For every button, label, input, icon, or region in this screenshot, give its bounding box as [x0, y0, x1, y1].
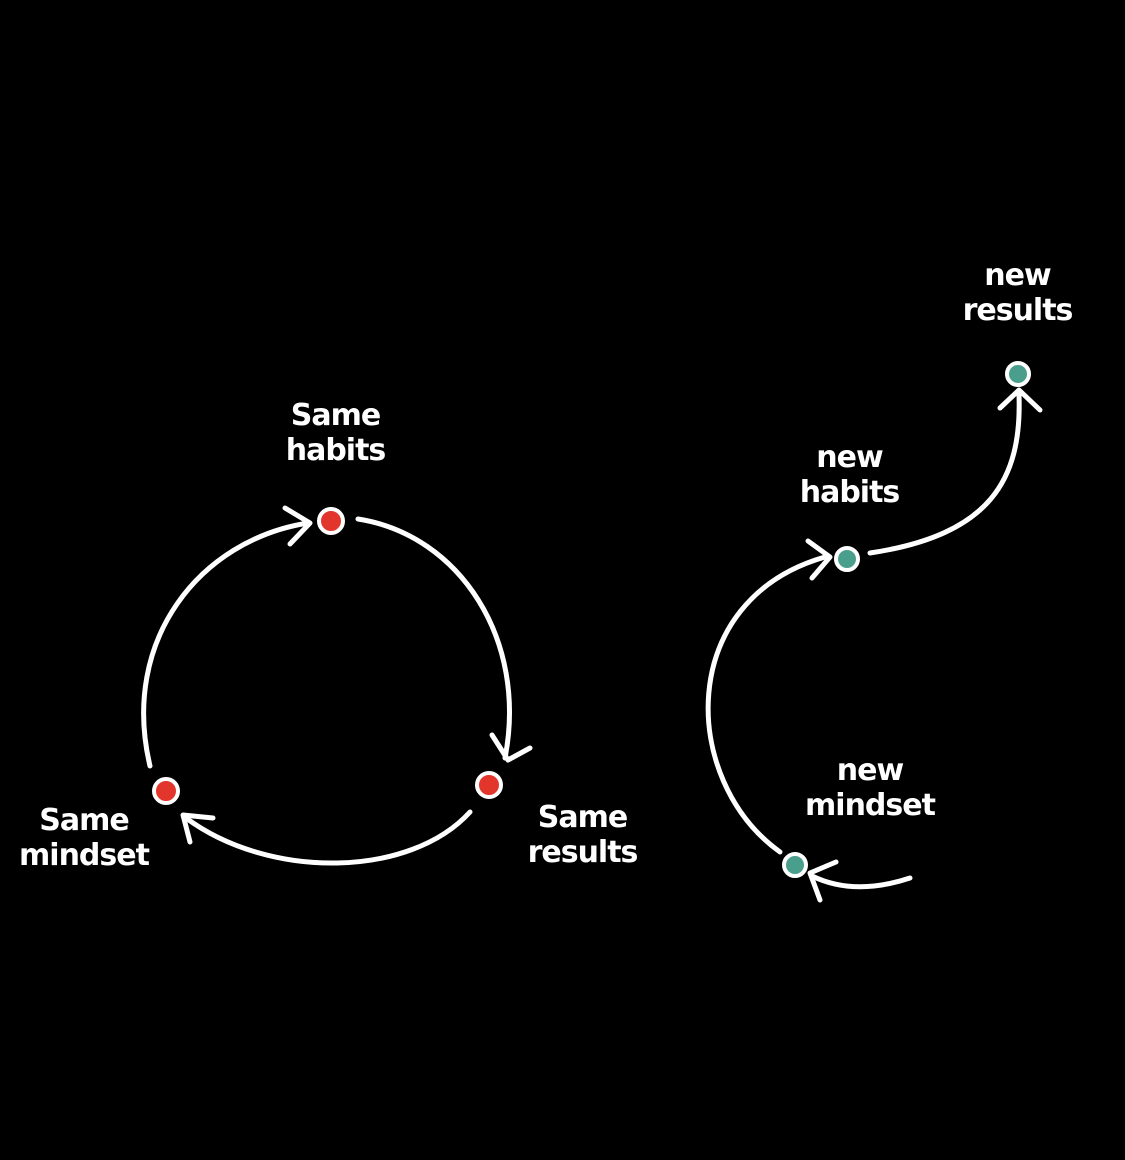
arc-entry-to-mindset — [809, 873, 913, 890]
label-new-habits: new habits — [777, 440, 922, 510]
label-same-results: Same results — [510, 800, 655, 870]
label-new-mindset-line2: mindset — [805, 788, 936, 823]
arrowhead-habits — [282, 505, 313, 547]
label-new-results: new results — [945, 258, 1090, 328]
label-same-habits: Same habits — [263, 398, 408, 468]
arc-mindset-to-habits-new — [705, 554, 828, 855]
node-same-results — [475, 771, 503, 799]
arc-results-to-mindset — [183, 809, 473, 866]
label-new-mindset-line1: new — [836, 753, 904, 788]
arc-habits-to-results-new — [867, 392, 1022, 556]
label-new-results-line2: results — [962, 293, 1074, 328]
arrowhead-results — [489, 732, 533, 763]
label-new-habits-line1: new — [816, 440, 883, 475]
arrowhead-mindset — [180, 812, 216, 845]
label-same-habits-line2: habits — [285, 433, 387, 468]
label-new-results-line1: new — [984, 258, 1051, 293]
label-new-habits-line2: habits — [799, 475, 901, 510]
arrowhead-new-results — [997, 387, 1043, 413]
node-new-results — [1005, 361, 1031, 387]
node-new-habits — [834, 546, 860, 572]
label-same-results-line2: results — [527, 835, 639, 870]
arrowhead-new-habits — [805, 538, 833, 581]
arc-mindset-to-habits — [141, 520, 311, 769]
label-same-mindset-line2: mindset — [19, 838, 150, 873]
node-same-habits — [317, 507, 345, 535]
arrowhead-new-mindset — [807, 859, 839, 903]
label-same-habits-line1: Same — [290, 398, 381, 433]
label-same-mindset: Same mindset — [5, 803, 163, 873]
node-new-mindset — [782, 852, 808, 878]
label-new-mindset: new mindset — [790, 753, 950, 823]
label-same-mindset-line1: Same — [39, 803, 129, 838]
node-same-mindset — [152, 777, 180, 805]
arc-habits-to-results — [355, 516, 512, 761]
label-same-results-line1: Same — [537, 800, 628, 835]
